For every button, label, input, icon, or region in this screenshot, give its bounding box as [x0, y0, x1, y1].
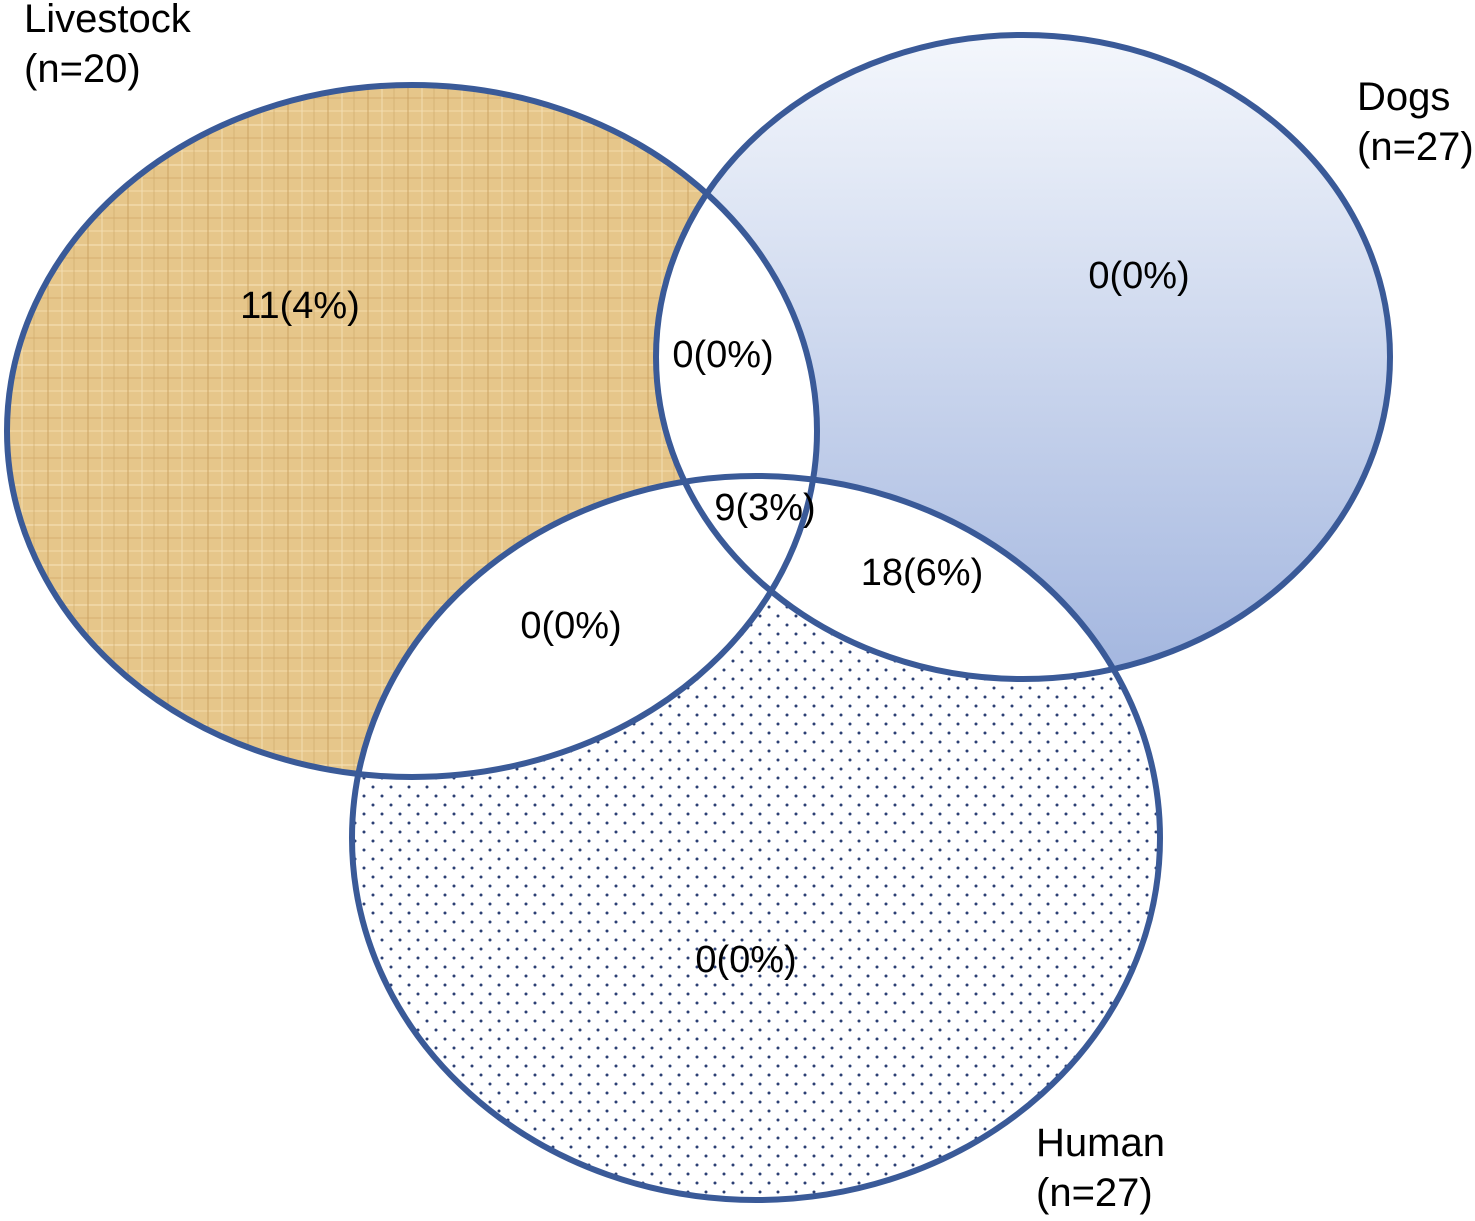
- human-count: (n=27): [1036, 1171, 1153, 1215]
- livestock-set-label: Livestock (n=20): [24, 0, 191, 94]
- human-name: Human: [1036, 1121, 1165, 1165]
- human-set-label: Human (n=27): [1036, 1118, 1165, 1218]
- livestock-name: Livestock: [24, 0, 191, 41]
- livestock-circle-outline: [4, 82, 820, 780]
- dogs-human-overlap: [656, 476, 1160, 679]
- livestock-human-count: 0(0%): [520, 605, 621, 647]
- livestock-only-count: 11(4%): [240, 285, 360, 327]
- livestock-dogs-count: 0(0%): [672, 334, 773, 376]
- dogs-set-label: Dogs (n=27): [1357, 72, 1474, 172]
- dogs-circle-outline: [653, 32, 1393, 682]
- dogs-count: (n=27): [1357, 125, 1474, 169]
- dogs-human-count: 18(6%): [861, 552, 984, 594]
- dogs-name: Dogs: [1357, 75, 1451, 119]
- dogs-only-count: 0(0%): [1088, 255, 1189, 297]
- livestock-human-overlap: [352, 476, 817, 777]
- livestock-count: (n=20): [24, 47, 141, 91]
- all-three-count: 9(3%): [714, 487, 815, 529]
- human-only-count: 0(0%): [695, 939, 796, 981]
- human-circle-outline: [349, 473, 1163, 1203]
